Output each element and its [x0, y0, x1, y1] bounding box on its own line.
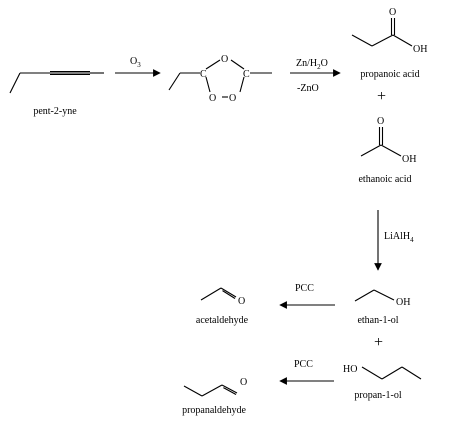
lialh-symbol: LiAlH	[384, 231, 410, 242]
propanaldehyde-label: propanaldehyde	[182, 405, 246, 416]
ethanol-label: ethan-1-ol	[357, 315, 398, 326]
ozonide-oxygen-lower-left: O	[209, 93, 216, 104]
propanol-structure	[361, 366, 422, 380]
ethanoic-acid-hydroxyl: OH	[402, 154, 416, 165]
workup-byproduct: -ZnO	[297, 83, 319, 94]
ozonide-oxygen-lower-right: O	[229, 93, 236, 104]
acetaldehyde-structure	[200, 287, 237, 301]
water-subscript: 2	[317, 63, 321, 71]
plus-sign-acids: +	[377, 88, 386, 105]
ethanoic-acid-structure	[360, 127, 402, 157]
acetaldehyde-label: acetaldehyde	[196, 315, 249, 326]
ozonide-carbon-left: C	[200, 69, 207, 80]
propanoic-acid-carbonyl-oxygen: O	[389, 7, 396, 18]
ozonide-carbon-right: C	[243, 69, 250, 80]
ozone-symbol: O	[130, 56, 137, 67]
ethanoic-acid-label: ethanoic acid	[358, 174, 411, 185]
ethanol-structure	[354, 289, 395, 302]
propanoic-acid-label: propanoic acid	[360, 69, 419, 80]
plus-sign-alcohols: +	[374, 334, 383, 351]
propanoic-acid-hydroxyl: OH	[413, 44, 427, 55]
acetaldehyde-oxygen: O	[238, 296, 245, 307]
water-oxygen: O	[321, 58, 328, 69]
ozone-subscript: 3	[137, 61, 141, 69]
ozonolysis-reagent: O3	[130, 56, 141, 69]
pent-2-yne-label: pent-2-yne	[33, 106, 77, 117]
ozonide-oxygen-bridge: O	[221, 54, 228, 65]
propanaldehyde-oxygen: O	[240, 377, 247, 388]
ethanoic-acid-carbonyl-oxygen: O	[377, 116, 384, 127]
pent-2-yne-structure	[9, 70, 104, 94]
propanol-hydroxyl: HO	[343, 364, 357, 375]
reduction-reagent: LiAlH4	[384, 231, 414, 244]
workup-reagent: Zn/H2O	[296, 58, 328, 71]
ozonide-structure	[168, 59, 272, 98]
ethanol-hydroxyl: OH	[396, 297, 410, 308]
zinc-water-part1: Zn/H	[296, 58, 317, 69]
propanoic-acid-structure	[351, 18, 413, 47]
lialh-subscript: 4	[410, 236, 414, 244]
propanol-label: propan-1-ol	[354, 390, 401, 401]
oxidation-reagent-2: PCC	[294, 359, 313, 370]
oxidation-reagent-1: PCC	[295, 283, 314, 294]
propanaldehyde-structure	[183, 384, 238, 397]
